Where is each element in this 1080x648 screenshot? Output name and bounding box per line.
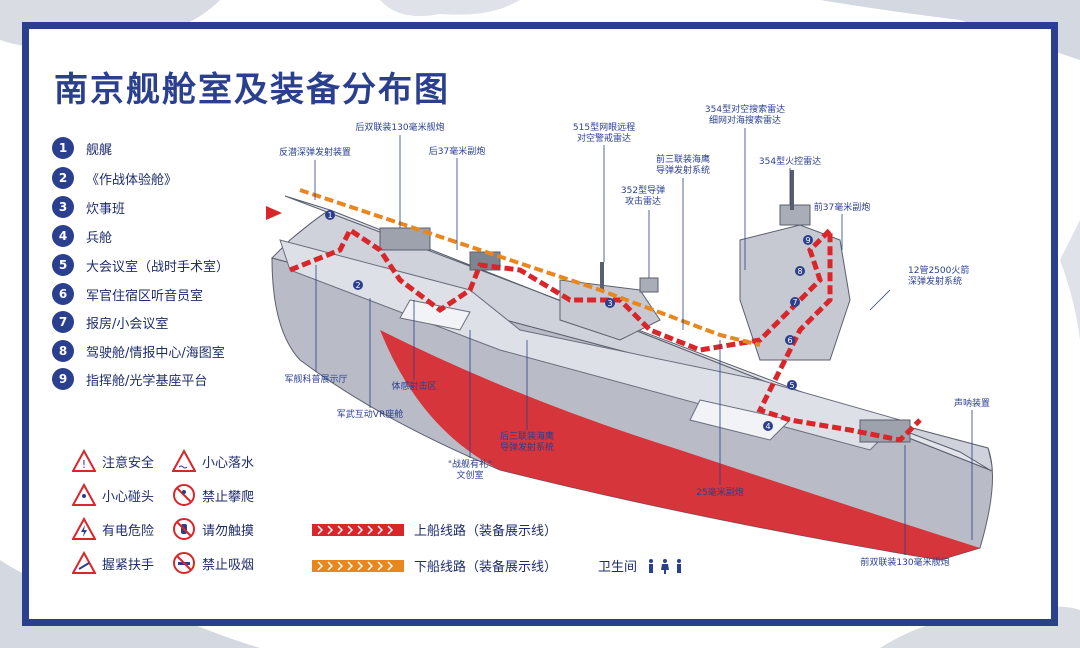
warning-label: 请勿触摸: [202, 523, 255, 539]
warning-label: 禁止吸烟: [202, 557, 255, 573]
legend-number: 6: [52, 283, 74, 305]
legend-label: 报房/小会议室: [86, 316, 169, 332]
legend-label: 炊事班: [86, 201, 126, 217]
legend-item: 2 《作战体验舱》: [52, 166, 177, 190]
legend-label: 大会议室（战时手术室）: [86, 259, 230, 275]
label-science-hall: 军舰科普展示厅: [284, 375, 348, 385]
legend-item: 4 兵舱: [52, 224, 112, 248]
electric-hazard-icon: [72, 517, 96, 540]
warning-label: 有电危险: [102, 523, 155, 539]
no-smoking-icon: [173, 552, 195, 574]
svg-text:3: 3: [607, 299, 612, 308]
legend-item: 3 炊事班: [52, 195, 125, 219]
legend-number: 8: [52, 340, 74, 362]
label-front-37-gun: 前37毫米副炮: [813, 203, 871, 213]
label-rear-37-gun: 后37毫米副炮: [428, 147, 486, 157]
legend-number: 1: [52, 137, 74, 159]
label-front-missile-launcher: 前三联装海鹰 导弹发射系统: [655, 155, 711, 176]
legend-number: 9: [52, 368, 74, 390]
legend-number: 2: [52, 167, 74, 189]
board-route-swatch-icon: [312, 523, 404, 536]
alight-route-swatch-icon: [312, 559, 404, 572]
legend-item: 8 驾驶舱/情报中心/海图室: [52, 339, 225, 363]
legend-item: 7 报房/小会议室: [52, 310, 168, 334]
warning-label: 禁止攀爬: [202, 489, 255, 505]
warning-item: 禁止吸烟: [172, 550, 254, 576]
label-fire-control-radar: 354型火控雷达: [758, 157, 822, 167]
svg-text:1: 1: [327, 211, 332, 220]
label-sonar: 声呐装置: [953, 399, 991, 409]
svg-text:7: 7: [792, 298, 797, 307]
legend-label: 驾驶舱/情报中心/海图室: [86, 345, 225, 361]
toilet-legend: 卫生间: [598, 556, 685, 575]
legend-label: 指挥舱/光学基座平台: [86, 373, 208, 389]
alight-route-label: 下船线路（装备展示线）: [414, 560, 558, 575]
legend-number: 7: [52, 311, 74, 333]
toilet-label: 卫生间: [598, 560, 638, 575]
warning-item: 禁止攀爬: [172, 482, 254, 508]
svg-text:!: !: [82, 458, 86, 471]
board-route-path: [289, 223, 922, 443]
warning-label: 小心落水: [202, 455, 255, 471]
warning-item: 小心落水: [172, 448, 254, 474]
legend-item: 9 指挥舱/光学基座平台: [52, 367, 207, 391]
hold-handrail-icon: [72, 551, 96, 574]
ship-waterline: [380, 330, 980, 560]
svg-text:6: 6: [787, 336, 792, 345]
falling-water-icon: [172, 449, 196, 472]
label-radar-515: 515型网眼远程 对空警戒雷达: [572, 123, 636, 144]
mid-superstructure: [559, 279, 661, 341]
label-shooting-zone: 体感射击区: [391, 382, 437, 392]
head-bump-icon: [72, 483, 96, 506]
svg-text:5: 5: [789, 381, 794, 390]
warning-item: 小心碰头: [72, 482, 154, 508]
alight-route-legend: 下船线路（装备展示线）: [312, 556, 557, 575]
svg-text:8: 8: [797, 267, 802, 276]
label-rocket-launcher: 12管2500火箭 深弹发射系统: [908, 266, 970, 287]
legend-label: 军官住宿区听音员室: [86, 288, 204, 304]
legend-number: 4: [52, 225, 74, 247]
label-asw-launcher: 反潜深弹发射装置: [278, 148, 352, 158]
label-radar-354-search: 354型对空搜索雷达 细网对海搜索雷达: [704, 105, 786, 126]
warning-item: 握紧扶手: [72, 550, 154, 576]
warning-item: 请勿触摸: [172, 516, 254, 542]
legend-item: 6 军官住宿区听音员室: [52, 282, 203, 306]
svg-text:4: 4: [765, 422, 770, 431]
legend-item: 5 大会议室（战时手术室）: [52, 253, 229, 277]
label-gift-shop: "战舰有礼" 文创室: [447, 460, 493, 481]
label-rear-missile-launcher: 后三联装海鹰 导弹发射系统: [499, 432, 555, 453]
svg-text:2: 2: [355, 281, 360, 290]
legend-label: 《作战体验舱》: [86, 172, 178, 188]
legend-number: 3: [52, 196, 74, 218]
warning-label: 注意安全: [102, 455, 155, 471]
warning-item: ! 注意安全: [72, 448, 154, 474]
legend-label: 舰艉: [86, 142, 113, 158]
no-climbing-icon: [173, 484, 195, 506]
warning-label: 小心碰头: [102, 489, 155, 505]
legend-item: 1 舰艉: [52, 136, 112, 160]
bridge-tower: [739, 224, 851, 361]
page-title: 南京舰舱室及装备分布图: [54, 70, 450, 110]
warning-label: 握紧扶手: [102, 557, 155, 573]
entry-arrow-icon: [266, 206, 282, 220]
label-vr-cockpit: 军武互动VR座舱: [336, 410, 404, 420]
no-touch-icon: [173, 518, 195, 540]
svg-text:9: 9: [805, 236, 810, 245]
warning-triangle-icon: !: [72, 449, 96, 472]
legend-label: 兵舱: [86, 230, 113, 246]
legend-number: 5: [52, 254, 74, 276]
label-25mm-gun: 25毫米副炮: [696, 488, 744, 498]
label-rear-130-gun: 后双联装130毫米舰炮: [355, 123, 445, 133]
label-radar-352: 352型导弹 攻击雷达: [620, 186, 666, 207]
board-route-label: 上船线路（装备展示线）: [414, 524, 558, 539]
warning-item: 有电危险: [72, 516, 154, 542]
label-front-130-gun: 前双联装130毫米舰炮: [860, 558, 950, 568]
board-route-legend: 上船线路（装备展示线）: [312, 520, 557, 539]
toilet-people-icon: [649, 558, 682, 574]
